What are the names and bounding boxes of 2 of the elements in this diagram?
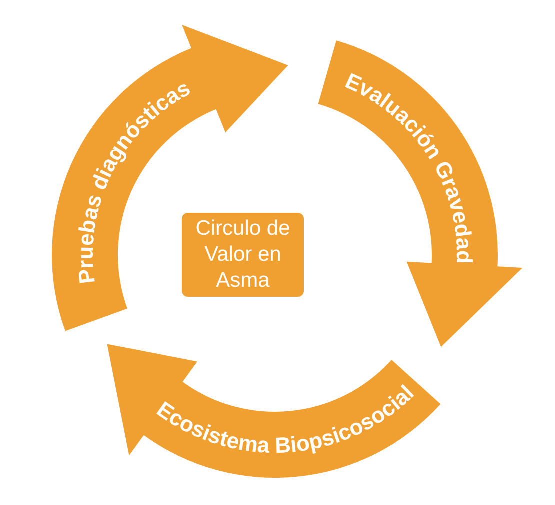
- center-box: [182, 213, 304, 297]
- center-title: Circulo de Valor en Asma: [194, 216, 292, 294]
